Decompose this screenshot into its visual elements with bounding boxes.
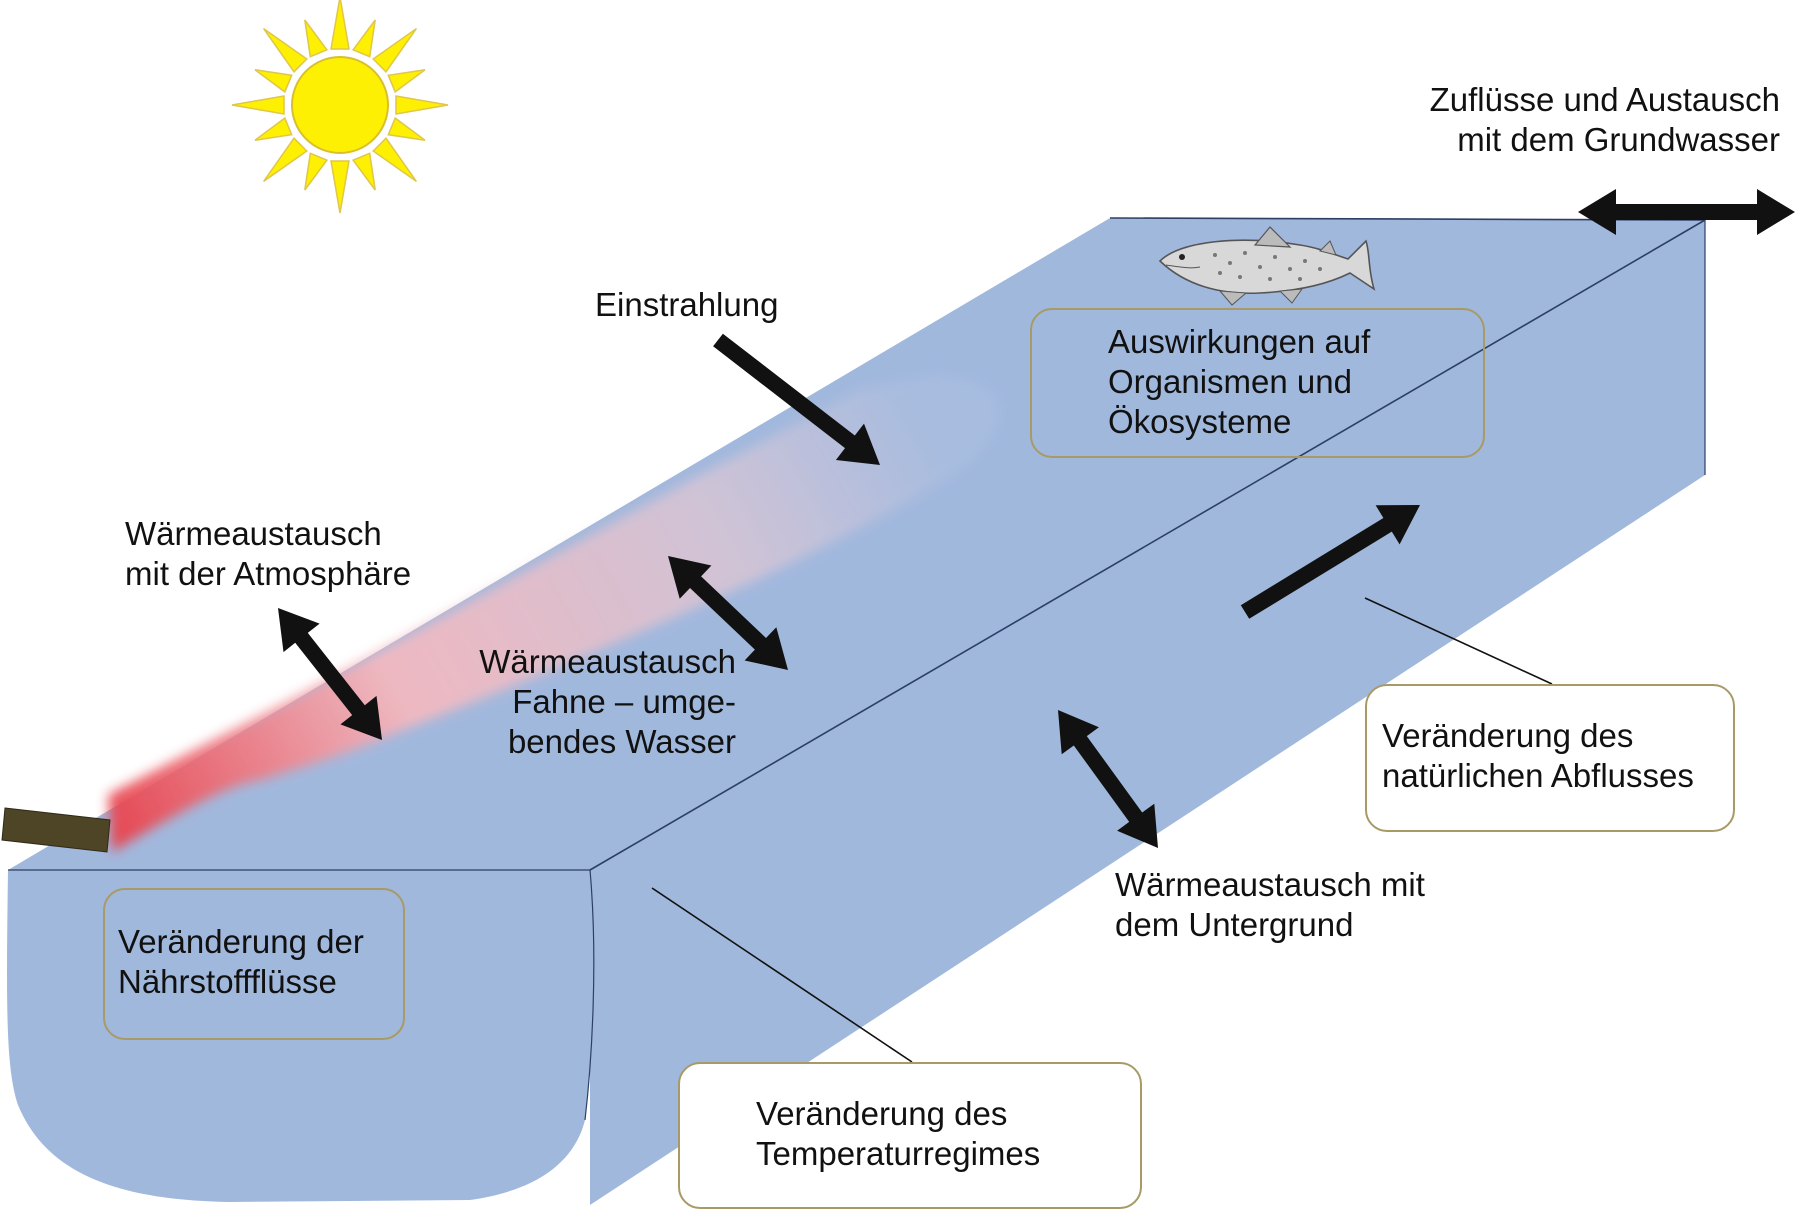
sun-ray: [254, 116, 293, 141]
sun-ray: [372, 27, 418, 73]
sun-ray: [330, 160, 350, 214]
channel-edge: [584, 869, 595, 1121]
sun-ray: [304, 19, 329, 58]
label-naehrstoff: Veränderung der Nährstoffflüsse: [118, 923, 364, 1000]
sun-ray: [351, 19, 376, 58]
sun-ray: [372, 137, 418, 183]
channel-edge: [589, 219, 1706, 871]
sun-icon: [231, 0, 449, 214]
label-temperatur: Veränderung des Temperaturregimes: [756, 1095, 1041, 1172]
discharge-pipe-icon: [1, 807, 111, 853]
leader-line-temperatur: [651, 887, 913, 1063]
sun-ray: [330, 0, 350, 50]
sun-ray: [351, 152, 376, 191]
box-naehrstoff: [103, 888, 405, 1040]
sun-ray: [395, 95, 449, 115]
sun-ray: [262, 27, 308, 73]
label-waermeaustausch-atmosphaere: Wärmeaustausch mit der Atmosphäre: [125, 515, 412, 592]
channel-side-face: [590, 220, 1705, 1205]
arrow-abfluss: [1240, 505, 1420, 619]
sun-ray: [387, 69, 426, 94]
arrow-fahne: [668, 556, 788, 670]
arrow-einstrahlung: [713, 333, 880, 465]
arrow-atmosphaere: [278, 608, 382, 740]
box-organismen: [1030, 308, 1485, 458]
sun-ray: [262, 137, 308, 183]
label-waermeaustausch-untergrund: Wärmeaustausch mit dem Untergrund: [1115, 866, 1425, 943]
sun-ray: [304, 152, 329, 191]
label-grundwasser: Zuflüsse und Austausch mit dem Grundwass…: [1429, 81, 1780, 158]
label-abfluss: Veränderung des natürlichen Abflusses: [1382, 717, 1694, 794]
channel-cross-section: [7, 870, 594, 1202]
fish-icon: [1158, 226, 1376, 306]
warm-water-plume: [108, 375, 999, 852]
arrow-grundwasser: [1578, 189, 1795, 235]
leader-line-abfluss: [1364, 597, 1553, 685]
label-einstrahlung: Einstrahlung: [595, 286, 779, 323]
sun-ray: [254, 69, 293, 94]
label-organismen: Auswirkungen auf Organismen und Ökosyste…: [1108, 323, 1371, 440]
arrow-untergrund: [1058, 710, 1158, 848]
box-abfluss: [1365, 684, 1735, 832]
label-waermeaustausch-fahne: Wärmeaustausch Fahne – umge- bendes Wass…: [479, 643, 736, 760]
sun-ray: [387, 116, 426, 141]
box-temperatur: [678, 1062, 1142, 1209]
sun-ray: [231, 95, 285, 115]
